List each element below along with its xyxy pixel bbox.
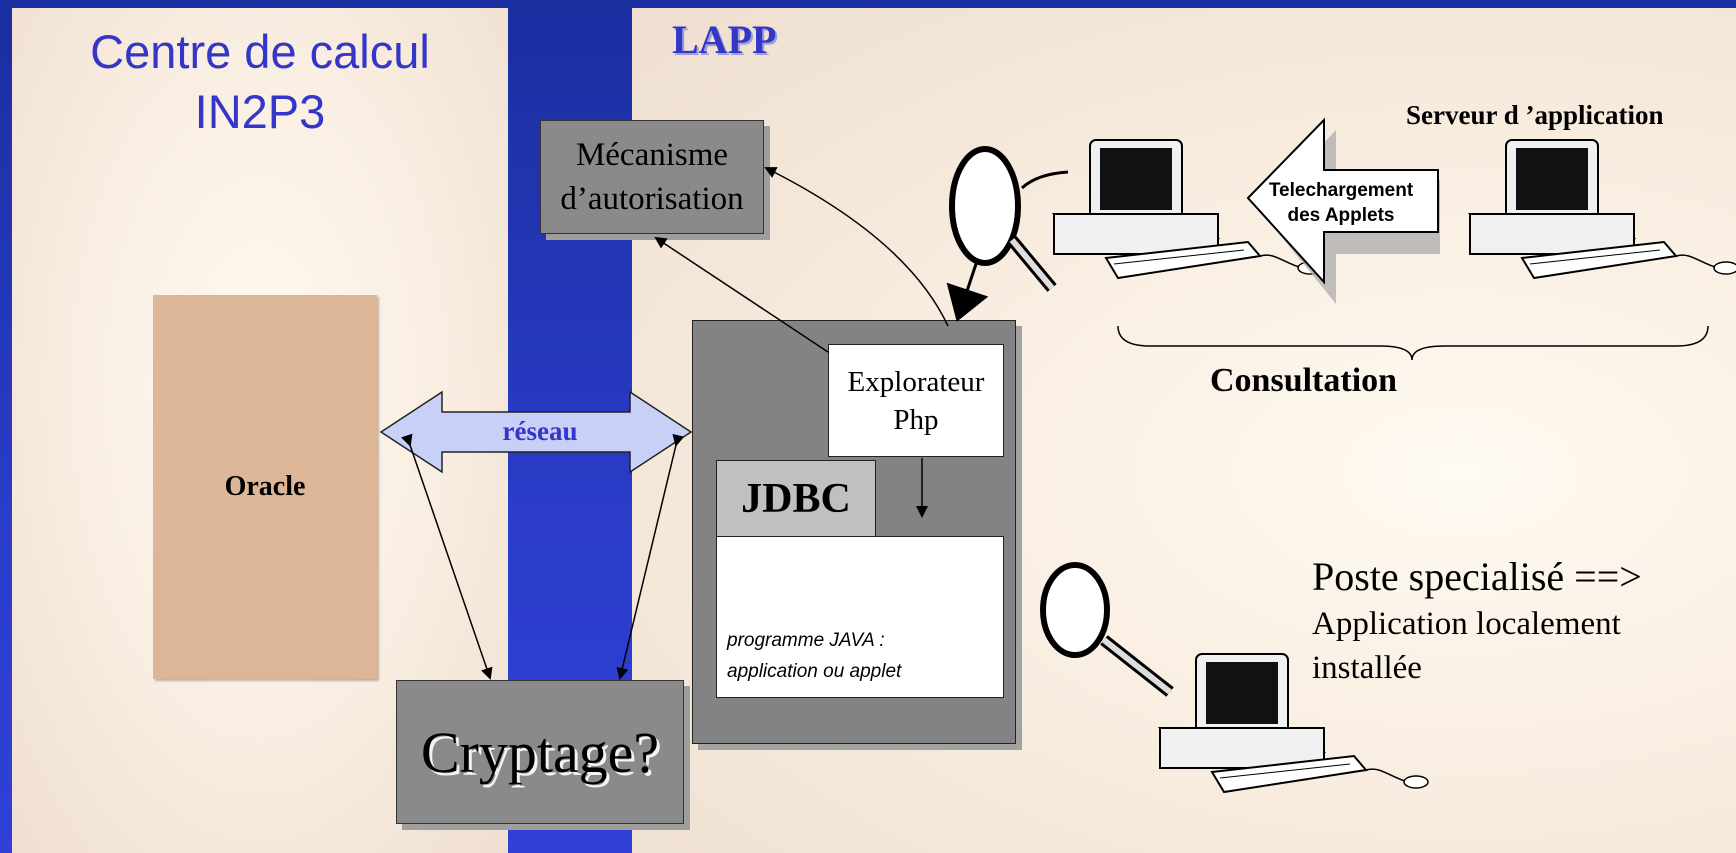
reseau-label: réseau bbox=[502, 416, 578, 446]
big-arrow-magnifier-explorateur bbox=[946, 257, 989, 322]
explorateur-php-box: Explorateur Php bbox=[828, 344, 1004, 457]
arrow-jdbc-cryptage bbox=[616, 433, 685, 680]
title-line-2: IN2P3 bbox=[194, 85, 326, 138]
computer-icon bbox=[1158, 653, 1429, 794]
poste-specialise-text: Poste specialisé ==> Application localem… bbox=[1312, 552, 1642, 690]
lapp-title: LAPP bbox=[672, 17, 777, 62]
magnifier-icon bbox=[1040, 562, 1174, 697]
arrow-explorateur-mecanisme bbox=[654, 236, 829, 353]
programme-java-box: programme JAVA : application ou applet bbox=[716, 536, 1004, 698]
arrow-magnifier-mecanisme bbox=[764, 167, 949, 327]
mecanisme-autorisation-box: Mécanisme d’autorisation bbox=[540, 120, 764, 234]
mecanisme-line-2: d’autorisation bbox=[560, 181, 744, 217]
telechargement-line-1: Telechargement bbox=[1268, 180, 1414, 201]
magnifier-icon bbox=[949, 146, 1069, 292]
consultation-label: Consultation bbox=[1210, 362, 1398, 399]
explorateur-line-1: Explorateur bbox=[847, 365, 985, 398]
oracle-label: Oracle bbox=[224, 471, 306, 502]
serveur-application-label: Serveur d ’application bbox=[1406, 100, 1664, 130]
brace-icon bbox=[1117, 325, 1709, 361]
poste-line-1: Poste specialisé ==> bbox=[1312, 554, 1642, 599]
cryptage-box: Cryptage? bbox=[396, 680, 684, 824]
programme-line-1: programme JAVA : bbox=[727, 630, 885, 651]
centre-de-calcul-title: Centre de calcul IN2P3 bbox=[40, 22, 480, 142]
programme-line-2: application ou applet bbox=[727, 661, 902, 682]
programme-java-text: programme JAVA : application ou applet bbox=[727, 625, 901, 687]
poste-line-2: Application localement bbox=[1312, 606, 1621, 642]
arrow-oracle-cryptage bbox=[401, 433, 493, 680]
cryptage-label: Cryptage? bbox=[420, 719, 660, 785]
title-line-1: Centre de calcul bbox=[90, 25, 430, 78]
jdbc-label: JDBC bbox=[741, 476, 851, 522]
telechargement-line-2: des Applets bbox=[1287, 205, 1395, 226]
telechargement-label: Telechargement des Applets bbox=[1258, 178, 1424, 228]
mecanisme-line-1: Mécanisme bbox=[575, 137, 729, 173]
explorateur-line-2: Php bbox=[893, 403, 939, 436]
poste-line-3: installée bbox=[1312, 650, 1422, 686]
oracle-box: Oracle bbox=[153, 295, 377, 679]
computer-icon bbox=[1468, 139, 1736, 280]
